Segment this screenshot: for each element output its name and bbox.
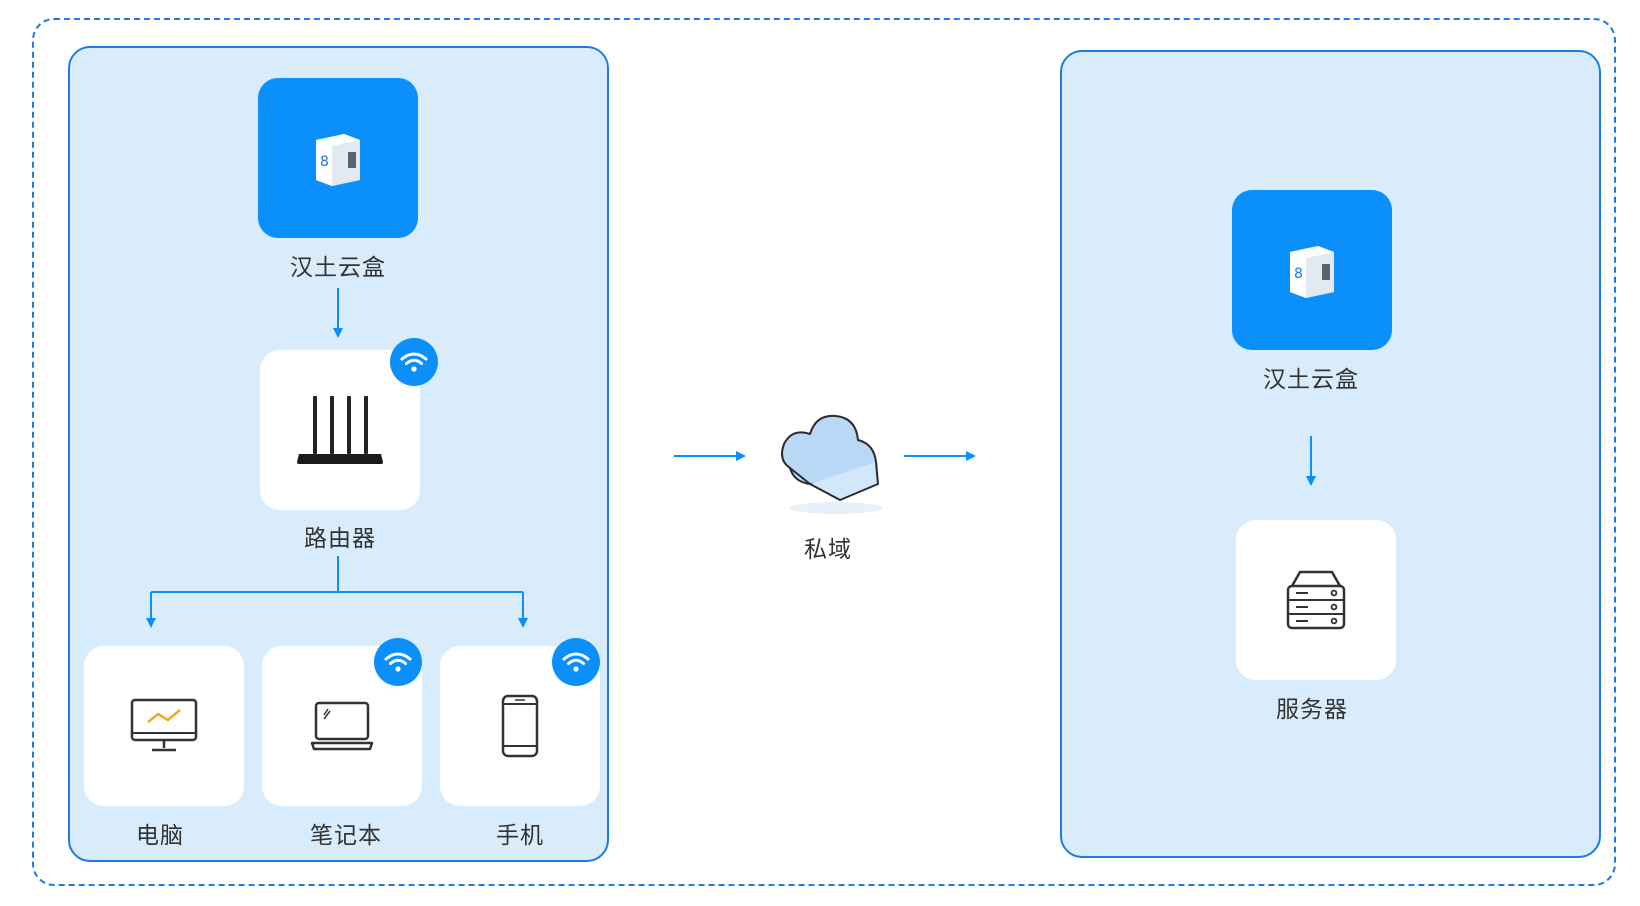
- cloud-box-device-icon: 8: [316, 134, 360, 186]
- svg-text:8: 8: [1294, 266, 1303, 282]
- phone-wifi-badge: [552, 638, 600, 686]
- wifi-icon: [384, 652, 412, 672]
- phone-label: 手机: [496, 823, 544, 849]
- router-wifi-badge: [390, 338, 438, 386]
- private-domain-label: 私域: [804, 537, 852, 563]
- svg-text:8: 8: [320, 154, 329, 170]
- cloud-box-label-left: 汉土云盒: [290, 255, 386, 281]
- cloud-box-label-right: 汉土云盒: [1263, 367, 1359, 393]
- remote-network-panel: [1060, 50, 1601, 858]
- cloud-box-tile-left: 8: [258, 78, 418, 238]
- computer-label: 电脑: [136, 823, 184, 849]
- cloud-icon: [781, 414, 882, 514]
- laptop-icon: [310, 701, 374, 751]
- wifi-icon: [562, 652, 590, 672]
- smartphone-icon: [501, 694, 539, 758]
- server-tile: [1236, 520, 1396, 680]
- private-domain-cloud: [770, 404, 890, 524]
- server-label: 服务器: [1276, 697, 1348, 723]
- outer-dashed-frame: [32, 18, 1616, 886]
- laptop-wifi-badge: [374, 638, 422, 686]
- laptop-label: 笔记本: [310, 823, 382, 849]
- router-tile: [260, 350, 420, 510]
- router-label: 路由器: [304, 526, 376, 552]
- wifi-icon: [400, 352, 428, 372]
- cloud-box-device-icon: 8: [1290, 246, 1334, 298]
- monitor-icon: [130, 698, 198, 752]
- router-icon: [297, 396, 383, 464]
- cloud-box-tile-right: 8: [1232, 190, 1392, 350]
- server-icon: [1286, 570, 1346, 630]
- computer-tile: [84, 646, 244, 806]
